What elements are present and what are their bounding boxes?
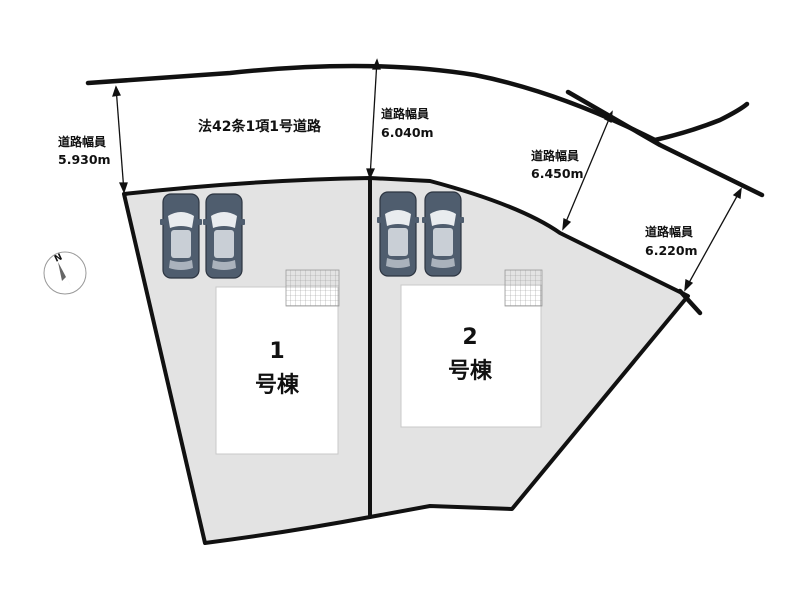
dimension-line-2: [366, 58, 381, 180]
road-title: 法42条1項1号道路: [198, 118, 322, 135]
lot-1-label: 号棟: [255, 372, 300, 398]
road-width-caption-2: 道路幅員: [381, 106, 429, 121]
north-label: N: [53, 252, 64, 264]
road-width-caption-3: 道路幅員: [531, 148, 579, 163]
building-1-deck: [285, 269, 340, 307]
car-lot2-a: [376, 191, 420, 277]
dimension-line-3: [562, 110, 613, 231]
road-width-value-4: 6.220m: [645, 243, 698, 258]
car-lot1-b: [202, 193, 246, 279]
lot-1-number: 1: [269, 339, 284, 364]
building-2-deck: [504, 269, 543, 307]
building-2-footprint: [400, 284, 542, 428]
building-1-footprint: [215, 286, 339, 455]
road-edge-upper: [85, 63, 750, 143]
car-lot1-a: [159, 193, 203, 279]
car-lot2-b: [421, 191, 465, 277]
lot-2-number: 2: [462, 325, 477, 350]
dimension-line-4: [684, 187, 742, 292]
road-width-caption-4: 道路幅員: [645, 224, 693, 239]
road-edge-branch: [565, 89, 765, 198]
road-width-value-2: 6.040m: [381, 125, 434, 140]
lot-2-label: 号棟: [448, 358, 493, 384]
lot-line-extension: [677, 288, 703, 316]
road-width-caption-1: 道路幅員: [58, 134, 106, 149]
dimension-line-1: [112, 85, 128, 194]
road-width-value-1: 5.930m: [58, 152, 111, 167]
road-width-value-3: 6.450m: [531, 166, 584, 181]
north-arrow-icon: N: [43, 251, 87, 295]
